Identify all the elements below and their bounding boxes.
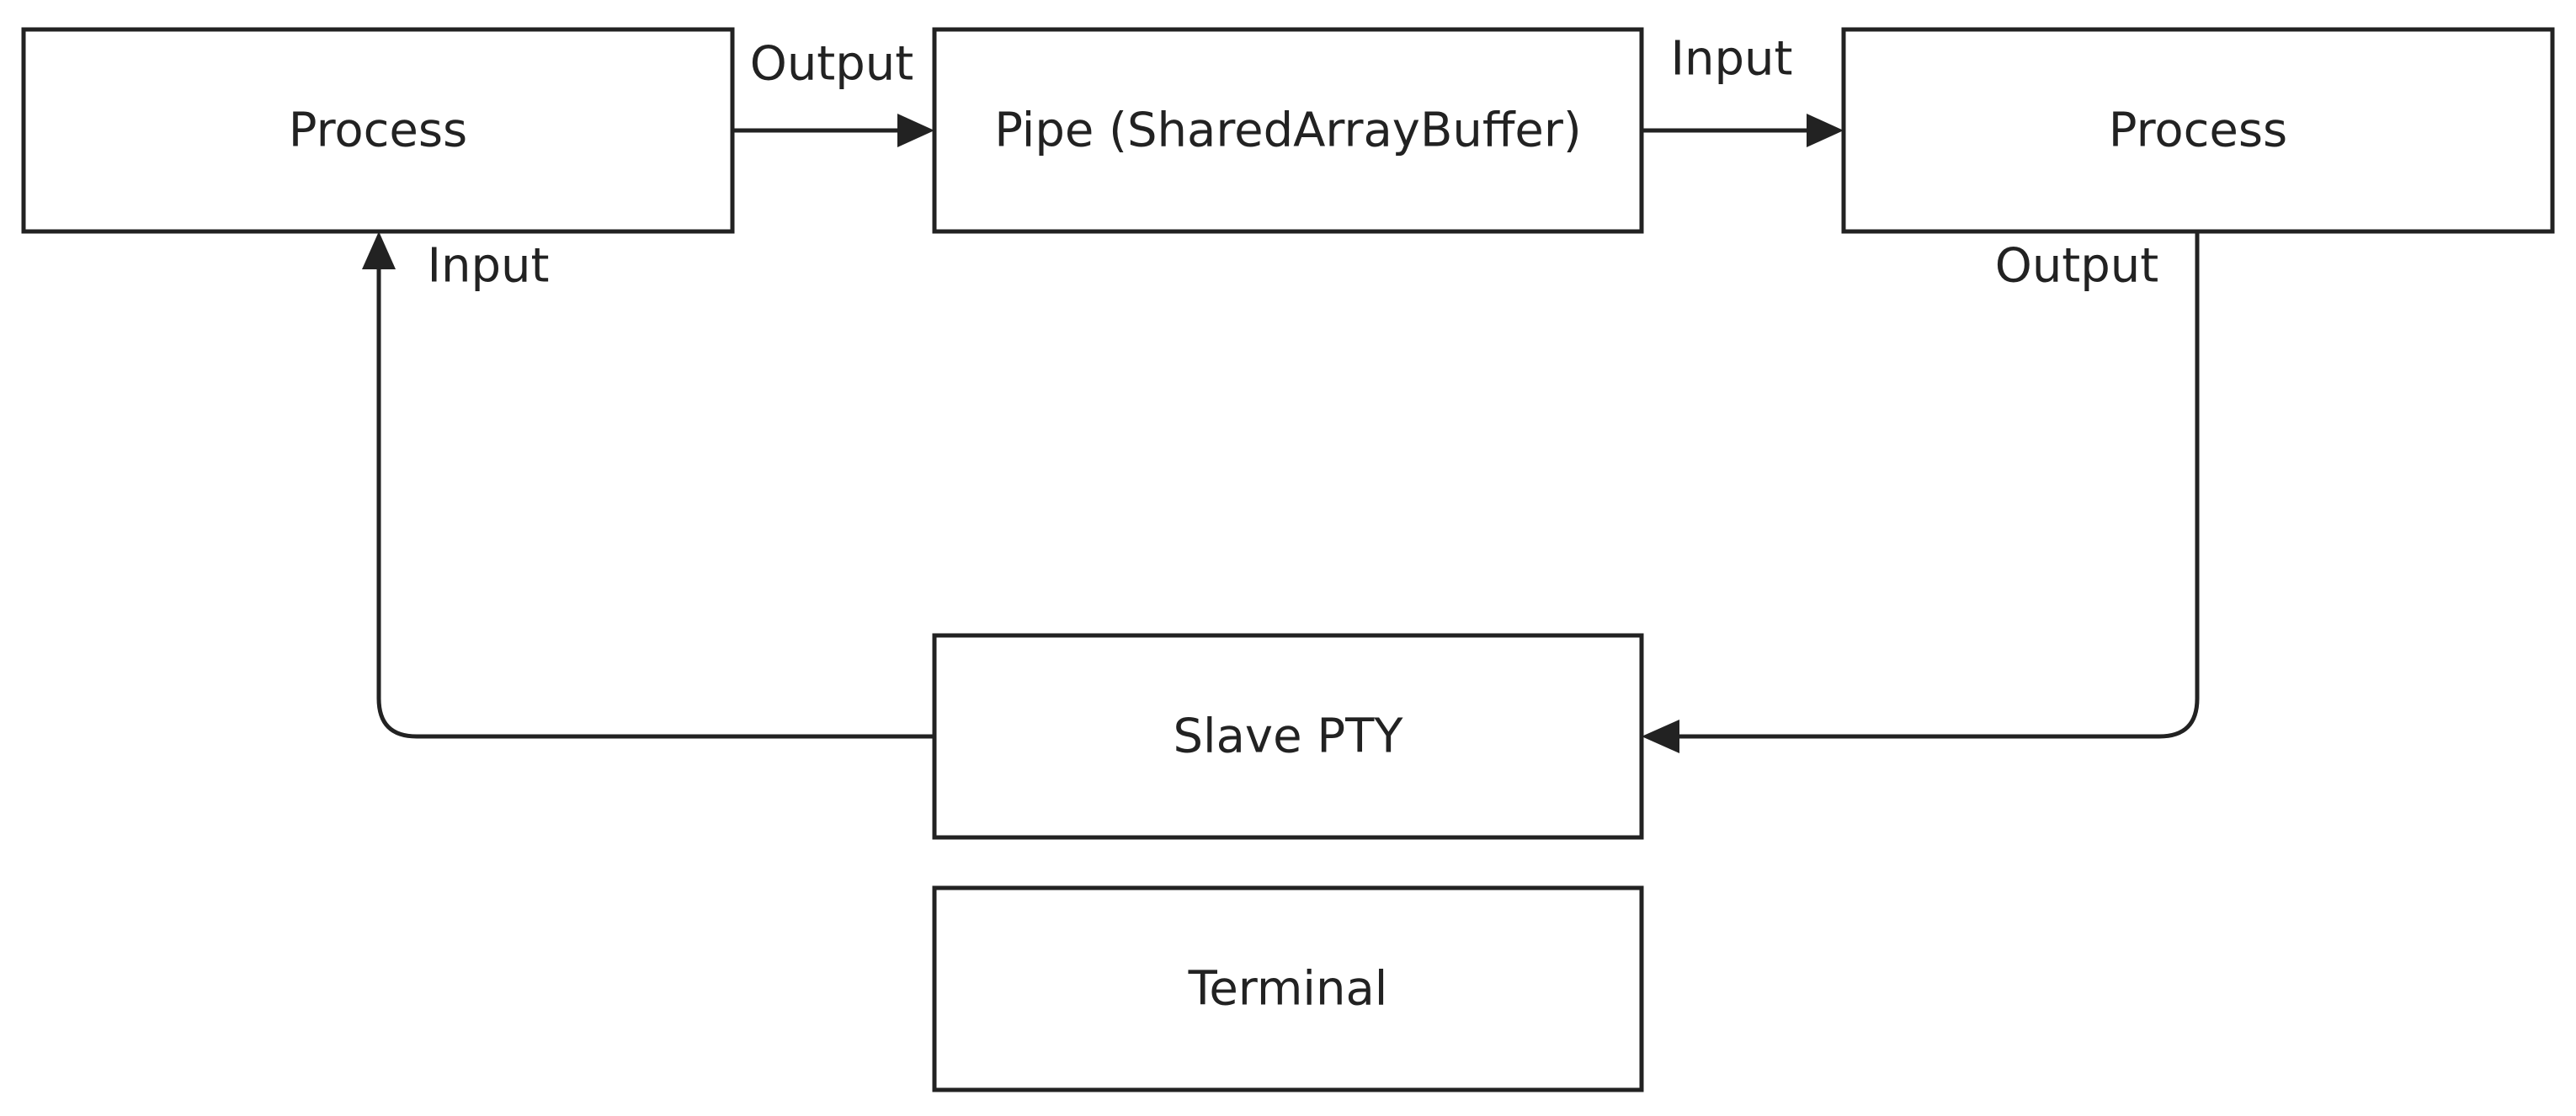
edge-label-process-right-output: Output [1995,239,2159,294]
node-process-left-label: Process [289,104,467,158]
node-slave-pty-box [932,633,1644,840]
edge-process-right-to-slave-pty [1677,231,2200,739]
node-terminal-box [932,885,1644,1092]
arrowhead-pipe-input [897,114,934,147]
node-slave-pty: Slave PTY [932,633,1644,840]
node-terminal: Terminal [932,885,1644,1092]
node-pipe: Pipe (SharedArrayBuffer) [932,27,1644,234]
node-pipe-label: Pipe (SharedArrayBuffer) [994,104,1582,158]
node-process-right-label: Process [2109,104,2287,158]
arrowhead-slave-pty-input [1642,720,1679,753]
edge-label-process-left-output: Output [750,37,914,92]
arrowhead-process-right-input [1807,114,1844,147]
node-process-left-box [21,27,735,234]
edge-label-process-left-input: Input [427,239,549,294]
node-slave-pty-label: Slave PTY [1174,709,1404,764]
node-process-right-box [1841,27,2555,234]
node-pipe-box [932,27,1644,234]
node-process-left: Process [21,27,735,234]
arrowhead-process-left-input [362,231,396,269]
edge-label-process-right-input: Input [1670,32,1792,87]
node-process-right: Process [1841,27,2555,234]
edge-slave-pty-to-process-left [376,268,934,739]
node-terminal-label: Terminal [1188,962,1388,1017]
